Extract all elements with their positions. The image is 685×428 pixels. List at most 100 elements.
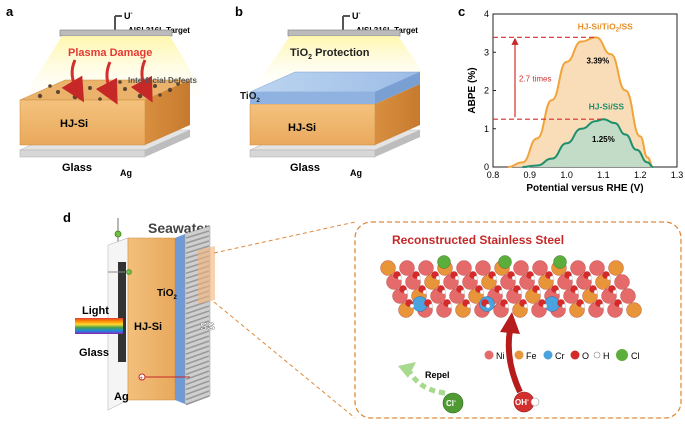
- target-ion-b: U-: [352, 11, 361, 21]
- si-side-b: [375, 84, 420, 145]
- tio2-label-d: TiO2: [157, 288, 177, 301]
- atom-h: [606, 275, 612, 281]
- chloride-ion-icon: [442, 392, 464, 414]
- oh-adsorption-arrow: [505, 329, 523, 394]
- atomic-lattice: [380, 255, 642, 318]
- atom-legend: Ni Fe Cr O H Cl: [484, 349, 640, 361]
- atom-h: [599, 303, 605, 309]
- peak-label-2: 1.25%: [592, 135, 615, 144]
- ss-rib: [185, 345, 210, 355]
- atom-h: [428, 303, 434, 309]
- ss-rib: [185, 385, 210, 396]
- hydroxide-h-icon: [530, 397, 540, 407]
- ss-rib: [185, 305, 210, 315]
- si-label-d: HJ-Si: [134, 321, 162, 333]
- glass-label-d: Glass: [79, 347, 109, 359]
- atom-ni: [399, 260, 415, 276]
- atom-h: [498, 289, 504, 295]
- si-label-a: HJ-Si: [60, 118, 88, 130]
- atom-h: [618, 303, 624, 309]
- damage-arrows: [61, 59, 153, 105]
- legend-h-icon: [593, 351, 601, 359]
- legend-o-icon: [570, 350, 580, 360]
- atom-ni: [532, 260, 548, 276]
- x-tick-label: 0.8: [487, 170, 500, 180]
- atom-ni: [620, 288, 636, 304]
- ss-rib: [185, 365, 210, 376]
- atom-ni: [589, 260, 605, 276]
- atom-h: [612, 289, 618, 295]
- panel-b-letter: b: [235, 4, 243, 19]
- si-slab-d: [127, 237, 176, 401]
- ag-label-a: Ag: [120, 168, 132, 178]
- atom-h: [523, 303, 529, 309]
- legend-fe-label: Fe: [526, 351, 537, 361]
- reconstructed-ss-title: Reconstructed Stainless Steel: [392, 233, 564, 247]
- atom-h: [517, 289, 523, 295]
- atom-h: [492, 275, 498, 281]
- callout-line-bottom: [213, 301, 356, 419]
- legend-ni-icon: [484, 350, 494, 360]
- ss-rib: [185, 315, 210, 325]
- legend-o-label: O: [582, 351, 589, 361]
- svg-text:+: +: [140, 376, 144, 382]
- si-label-b: HJ-Si: [288, 122, 316, 134]
- light-label: Light: [82, 305, 109, 317]
- glass-label-a: Glass: [62, 162, 92, 174]
- target-ion-a: U-: [124, 11, 133, 21]
- series-label-1: HJ-Si/TiO2/SS: [578, 21, 633, 33]
- atom-h: [409, 303, 415, 309]
- repel-arrow: [407, 370, 446, 396]
- ag-label-b: Ag: [350, 168, 362, 178]
- tio2-slab-d: [175, 234, 185, 404]
- atom-cl: [498, 255, 512, 269]
- atom-fe: [380, 260, 396, 276]
- atom-ni: [614, 274, 630, 290]
- x-axis-label: Potential versus RHE (V): [526, 183, 643, 194]
- repel-label: Repel: [425, 370, 450, 380]
- target-plate-b: [287, 29, 401, 37]
- ss-rib: [185, 245, 210, 254]
- atom-h: [530, 275, 536, 281]
- ss-rib: [185, 375, 210, 386]
- ss-label-d: SS: [200, 321, 215, 333]
- repel-arrowhead: [398, 362, 416, 378]
- target-plate-a: [59, 29, 173, 37]
- atom-h: [454, 275, 460, 281]
- atom-h: [561, 303, 567, 309]
- x-tick-label: 1.3: [671, 170, 684, 180]
- atom-h: [466, 303, 472, 309]
- ss-rib: [185, 390, 210, 401]
- atom-h: [485, 303, 491, 309]
- ss-rib: [185, 335, 210, 345]
- panel-a-letter: a: [6, 4, 14, 19]
- atom-ni: [456, 260, 472, 276]
- atom-h: [473, 275, 479, 281]
- atom-cl: [553, 255, 567, 269]
- x-tick-label: 1.0: [560, 170, 573, 180]
- ss-rib: [185, 310, 210, 320]
- atom-h: [549, 275, 555, 281]
- callout-line-top: [213, 221, 356, 254]
- tio2-protection-label: TiO2 Protection: [290, 47, 370, 61]
- y-axis-label: ABPE (%): [467, 67, 478, 113]
- atom-h: [447, 303, 453, 309]
- legend-fe-icon: [514, 350, 524, 360]
- glass-front-a: [19, 149, 146, 158]
- series-line-1: [522, 118, 654, 168]
- atom-h: [511, 275, 517, 281]
- x-tick-label: 1.1: [597, 170, 610, 180]
- y-tick-label: 0: [484, 162, 489, 172]
- y-tick-label: 1: [484, 124, 489, 134]
- panel-d-letter: d: [63, 210, 71, 225]
- atom-h: [536, 289, 542, 295]
- ss-rib: [185, 330, 210, 340]
- x-tick-label: 1.2: [634, 170, 647, 180]
- legend-cl-icon: [616, 349, 628, 361]
- y-tick-label: 3: [484, 47, 489, 57]
- atom-h: [435, 275, 441, 281]
- panel-b: b U- AISI 316L Target TiO2 Protection Ti…: [235, 4, 430, 178]
- atom-h: [587, 275, 593, 281]
